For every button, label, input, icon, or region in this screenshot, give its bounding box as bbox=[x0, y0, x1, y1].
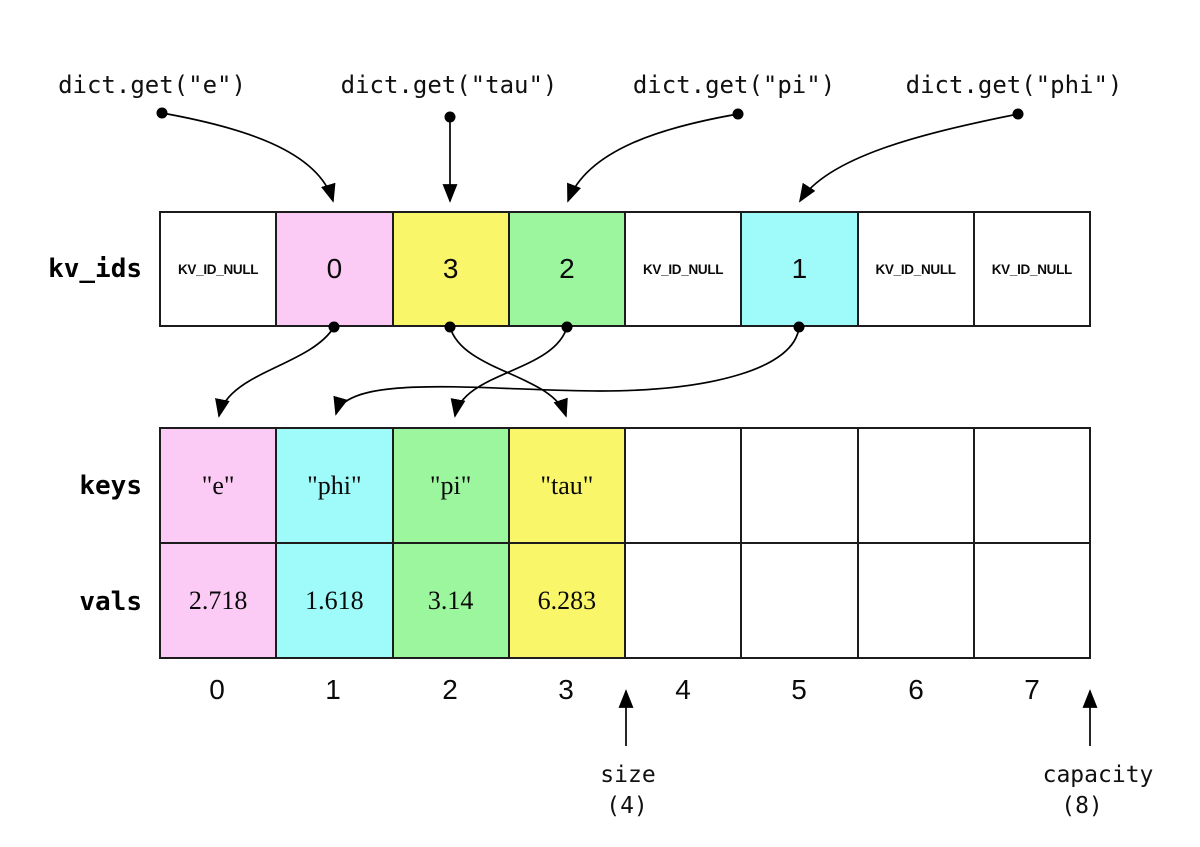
kv-ids-cell-4: KV_ID_NULL bbox=[626, 213, 743, 325]
kv-ids-array: KV_ID_NULL 0 3 2 KV_ID_NULL 1 KV_ID_NULL… bbox=[159, 211, 1091, 327]
key-value-2: "pi" bbox=[429, 470, 472, 500]
index-label-2: 2 bbox=[442, 674, 458, 705]
call-label-get-e: dict.get("e") bbox=[58, 71, 246, 99]
key-value-1: "phi" bbox=[307, 470, 362, 500]
kv-ids-cell-7: KV_ID_NULL bbox=[974, 213, 1089, 325]
vals-cell-5 bbox=[742, 544, 859, 657]
keys-cell-1: "phi" bbox=[277, 429, 394, 542]
index-label-6: 6 bbox=[908, 674, 924, 705]
call-label-get-tau: dict.get("tau") bbox=[340, 71, 558, 99]
arrow-get-phi-to-slot5 bbox=[798, 113, 1019, 203]
capacity-value: (8) bbox=[1061, 793, 1103, 819]
val-value-0: 2.718 bbox=[188, 585, 248, 615]
val-value-3: 6.283 bbox=[537, 585, 597, 615]
kv-ids-cell-6: KV_ID_NULL bbox=[858, 213, 975, 325]
kv-ids-cell-2: 3 bbox=[393, 213, 510, 325]
arrow-slot1-to-key0 bbox=[215, 326, 335, 418]
index-label-0: 0 bbox=[209, 674, 225, 705]
kv-ids-value-4: KV_ID_NULL bbox=[642, 261, 724, 277]
call-label-get-phi: dict.get("phi") bbox=[905, 71, 1123, 99]
arrow-slot5-to-key1 bbox=[333, 326, 800, 416]
kv-ids-value-6: KV_ID_NULL bbox=[875, 261, 956, 277]
kv-ids-cell-1: 0 bbox=[277, 213, 394, 325]
kv-ids-value-3: 2 bbox=[559, 253, 575, 284]
key-value-3: "tau" bbox=[540, 470, 594, 500]
vals-cell-4 bbox=[626, 544, 743, 657]
vals-cell-0: 2.718 bbox=[161, 544, 278, 657]
val-value-1: 1.618 bbox=[305, 585, 364, 615]
index-label-4: 4 bbox=[675, 674, 691, 705]
index-label-7: 7 bbox=[1024, 674, 1040, 705]
keys-cell-6 bbox=[858, 429, 975, 542]
index-label-1: 1 bbox=[325, 674, 341, 705]
arrow-slot3-to-key2 bbox=[450, 326, 568, 418]
kv-ids-cell-3: 2 bbox=[509, 213, 626, 325]
kv-ids-value-5: 1 bbox=[791, 253, 808, 284]
key-value-0: "e" bbox=[201, 470, 235, 500]
call-label-get-pi: dict.get("pi") bbox=[632, 71, 836, 99]
keys-cell-4 bbox=[626, 429, 743, 542]
kv-ids-value-2: 3 bbox=[442, 253, 459, 284]
keys-cell-7 bbox=[974, 429, 1089, 542]
arrow-slot2-to-key3 bbox=[449, 326, 568, 418]
vals-cell-3: 6.283 bbox=[509, 544, 626, 657]
arrow-get-e-to-slot1 bbox=[161, 112, 336, 203]
keys-cell-2: "pi" bbox=[393, 429, 510, 542]
capacity-label: capacity bbox=[1042, 762, 1154, 788]
vals-cell-2: 3.14 bbox=[393, 544, 510, 657]
keys-row-label: keys bbox=[79, 471, 142, 501]
arrow-get-pi-to-slot3 bbox=[567, 113, 739, 203]
index-label-5: 5 bbox=[791, 674, 807, 705]
kv-ids-value-7: KV_ID_NULL bbox=[991, 261, 1073, 277]
keys-cell-0: "e" bbox=[161, 429, 278, 542]
keys-cell-5 bbox=[742, 429, 859, 542]
kv-ids-value-1: 0 bbox=[326, 253, 343, 284]
vals-cell-7 bbox=[974, 544, 1089, 657]
size-value: (4) bbox=[606, 793, 648, 819]
keys-vals-array: "e" "phi" "pi" "tau" 2.718 1.618 3.1 bbox=[159, 427, 1091, 659]
vals-cell-6 bbox=[858, 544, 975, 657]
keys-row: "e" "phi" "pi" "tau" bbox=[161, 429, 1089, 544]
kv-ids-cell-0: KV_ID_NULL bbox=[161, 213, 278, 325]
size-label: size bbox=[600, 762, 656, 788]
index-label-3: 3 bbox=[558, 674, 574, 705]
kv-ids-cell-5: 1 bbox=[742, 213, 859, 325]
keys-cell-3: "tau" bbox=[509, 429, 626, 542]
kv-ids-value-0: KV_ID_NULL bbox=[177, 261, 259, 277]
kv-ids-row-label: kv_ids bbox=[48, 254, 142, 284]
val-value-2: 3.14 bbox=[427, 585, 474, 615]
vals-row: 2.718 1.618 3.14 6.283 bbox=[161, 544, 1089, 657]
vals-row-label: vals bbox=[79, 587, 142, 617]
vals-cell-1: 1.618 bbox=[277, 544, 394, 657]
